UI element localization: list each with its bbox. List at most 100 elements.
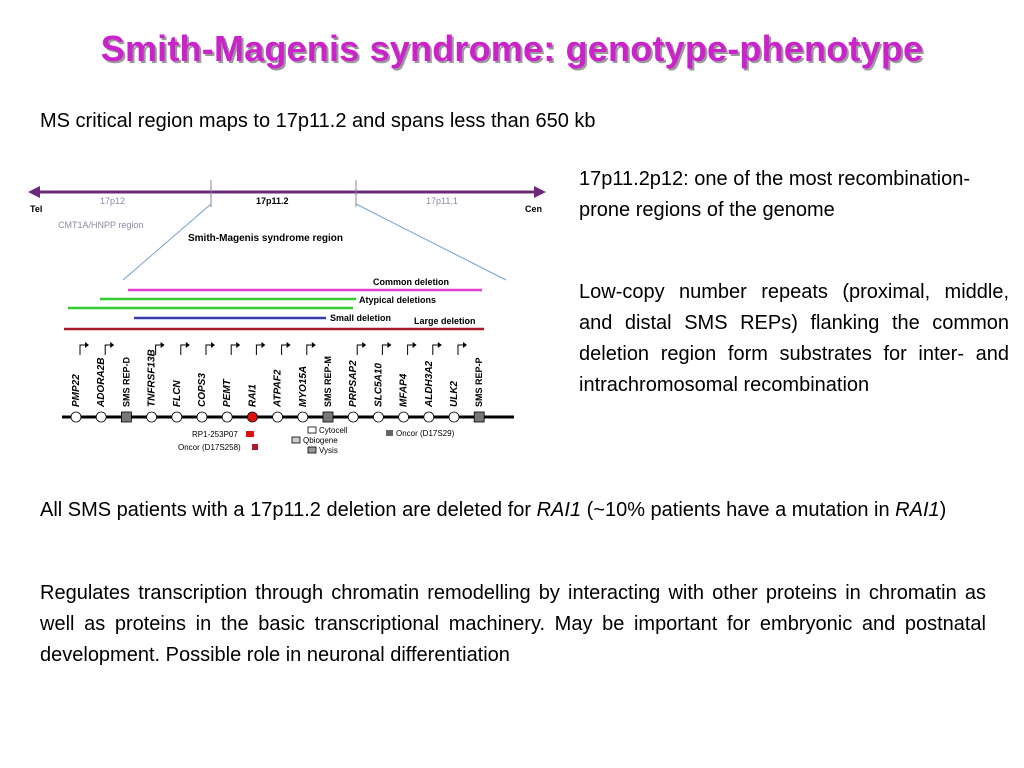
- gene-marker: [221, 411, 233, 423]
- transcription-arrow-icon: [407, 344, 413, 355]
- gene-myo15a: MYO15A: [297, 342, 316, 423]
- arrowhead-icon: [463, 342, 467, 348]
- intro-text: MS critical region maps to 17p11.2 and s…: [40, 110, 596, 132]
- recombination-note: 17p11.2p12: one of the most recombinatio…: [579, 168, 970, 221]
- gene-ulk2: ULK2: [448, 342, 467, 423]
- rai1-gene-name-1: RAI1: [536, 499, 582, 521]
- transcription-arrow-icon: [230, 344, 237, 355]
- arrowhead-icon: [236, 342, 241, 348]
- band-17p11-2-label: 17p11.2: [256, 196, 289, 206]
- rai1-note-part-c: ): [939, 499, 947, 521]
- sms-region-label: Smith-Magenis syndrome region: [188, 233, 343, 244]
- gene-label: MFAP4: [399, 373, 410, 407]
- arrowhead-icon: [160, 342, 165, 348]
- rp1-probe-label: RP1-253P07: [192, 430, 238, 439]
- gene-label: PEMT: [222, 378, 233, 407]
- gene-label: ALDH3A2: [424, 360, 435, 408]
- gene-label: ADORA2B: [96, 358, 107, 408]
- zoom-line-left: [122, 203, 212, 281]
- gene-slc5a10: SLC5A10: [372, 342, 392, 423]
- gene-pemt: PEMT: [221, 342, 241, 423]
- qbiogene-probe-label: Qbiogene: [303, 436, 338, 445]
- oncor-left-probe-marker: [252, 444, 258, 450]
- transcription-arrow-icon: [281, 344, 287, 355]
- arrowhead-icon: [437, 342, 442, 348]
- tel-arrowhead-icon: [28, 186, 40, 198]
- cytocell-probe-label: Cytocell: [319, 426, 348, 435]
- rp1-probe-marker: [246, 431, 254, 437]
- vysis-probe-label: Vysis: [319, 446, 338, 455]
- transcription-arrow-icon: [356, 344, 363, 355]
- gene-sms-rep-m: SMS REP-M: [322, 356, 334, 423]
- gene-sms-rep-d: SMS REP-D: [121, 356, 132, 423]
- gene-marker: [70, 411, 82, 423]
- arrowhead-icon: [261, 342, 266, 348]
- gene-atpaf2: ATPAF2: [272, 342, 291, 423]
- gene-sms-rep-p: SMS REP-P: [473, 357, 485, 423]
- gene-marker: [196, 411, 208, 423]
- rai1-note-part-a: All SMS patients with a 17p11.2 deletion…: [40, 499, 537, 521]
- tel-label: Tel: [30, 204, 42, 214]
- qbiogene-probe-marker: [291, 436, 301, 444]
- gene-cops3: COPS3: [196, 342, 215, 423]
- gene-label: COPS3: [197, 373, 208, 407]
- arrowhead-icon: [211, 342, 215, 348]
- oncor-right-probe-label: Oncor (D17S29): [396, 429, 455, 438]
- gene-marker: [146, 411, 157, 423]
- gene-label: MYO15A: [298, 366, 309, 407]
- gene-pmp22: PMP22: [70, 342, 89, 423]
- small-deletion-label: Small deletion: [330, 313, 391, 323]
- gene-marker: [398, 411, 410, 423]
- gene-label: PMP22: [71, 374, 82, 407]
- arrowhead-icon: [412, 342, 417, 348]
- transcription-arrow-icon: [381, 344, 388, 355]
- gene-marker: [297, 411, 309, 423]
- oncor-left-probe-label: Oncor (D17S258): [178, 443, 241, 452]
- transcription-arrow-icon: [255, 344, 262, 355]
- gene-rai1: RAI1: [246, 342, 266, 423]
- transcription-arrow-icon: [432, 344, 438, 355]
- common-deletion-label: Common deletion: [373, 277, 449, 287]
- rai1-function-note: Regulates transcription through chromati…: [40, 582, 986, 666]
- vysis-probe-marker: [307, 446, 317, 454]
- transcription-arrow-icon: [79, 344, 85, 355]
- cen-arrowhead-icon: [534, 186, 546, 198]
- rai1-note-part-b: (~10% patients have a mutation in: [581, 499, 896, 521]
- gene-label: SMS REP-M: [323, 356, 333, 407]
- gene-marker: [95, 411, 107, 423]
- rai1-deletion-note: All SMS patients with a 17p11.2 deletion…: [40, 495, 985, 526]
- gene-aldh3a2: ALDH3A2: [423, 342, 442, 423]
- arrowhead-icon: [387, 342, 392, 348]
- slide-title: Smith-Magenis syndrome: genotype-phenoty…: [100, 28, 924, 69]
- transcription-arrow-icon: [104, 344, 111, 355]
- rai1-gene-name-2: RAI1: [895, 499, 940, 521]
- gene-mfap4: MFAP4: [398, 342, 417, 423]
- zoom-line-right: [355, 203, 507, 281]
- gene-flcn: FLCN: [171, 342, 190, 423]
- arrowhead-icon: [311, 342, 316, 348]
- transcription-arrow-icon: [306, 344, 312, 355]
- gene-label: FLCN: [172, 380, 183, 407]
- gene-marker: [448, 411, 460, 423]
- gene-label: RAI1: [247, 384, 258, 407]
- gene-marker: [171, 411, 183, 423]
- transcription-arrow-icon: [180, 344, 186, 355]
- sms-rep-marker: [473, 411, 485, 423]
- chromosome-map-svg: Tel Cen 17p12 17p11.2 17p11.1 CMT1A/HNPP…: [28, 180, 546, 455]
- arrowhead-icon: [185, 342, 190, 348]
- transcription-arrow-icon: [457, 344, 463, 355]
- cytocell-probe-marker: [307, 426, 317, 434]
- arrowhead-icon: [286, 342, 291, 348]
- cmt1a-region-label: CMT1A/HNPP region: [58, 220, 143, 230]
- gene-label: SMS REP-D: [121, 356, 131, 407]
- sms-rep-marker: [121, 411, 132, 423]
- transcription-arrow-icon: [205, 344, 211, 355]
- gene-adora2b: ADORA2B: [95, 342, 115, 423]
- repeats-note: Low-copy number repeats (proximal, middl…: [579, 281, 1009, 396]
- gene-label: SMS REP-P: [474, 357, 484, 407]
- gene-label: ULK2: [449, 380, 460, 407]
- chromosome-diagram: Tel Cen 17p12 17p11.2 17p11.1 CMT1A/HNPP…: [28, 172, 556, 472]
- band-17p12-label: 17p12: [100, 196, 125, 206]
- atypical-deletion-label: Atypical deletions: [359, 295, 436, 305]
